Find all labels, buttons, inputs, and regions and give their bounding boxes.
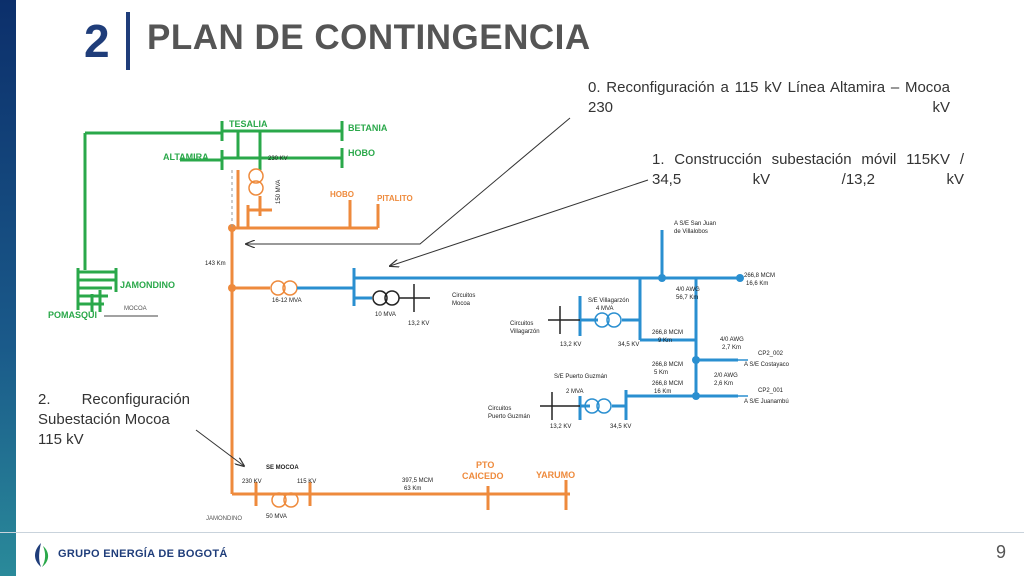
label-115kv: 115 KV xyxy=(297,479,316,485)
label-betania: BETANIA xyxy=(348,123,388,133)
label-yarumo: YARUMO xyxy=(536,470,575,480)
label-266mcm-a-2: 16,6 Km xyxy=(746,281,768,287)
label-4-0awg-a-1: 4/0 AWG xyxy=(676,287,700,293)
page-number: 9 xyxy=(996,542,1007,562)
label-pto: PTO xyxy=(476,460,494,470)
label-2-0awg-2: 2,6 Km xyxy=(714,381,733,387)
label-mocoa: MOCOA xyxy=(124,306,147,312)
label-266mcm-9-1: 266,8 MCM xyxy=(652,330,683,336)
company-logo xyxy=(35,543,49,567)
callout-arrows xyxy=(195,117,649,466)
label-pomasqui: POMASQUI xyxy=(48,310,97,320)
slide-title: PLAN DE CONTINGENCIA xyxy=(147,18,591,57)
label-16-12mva: 16-12 MVA xyxy=(272,298,302,304)
footer-divider xyxy=(0,532,1024,533)
label-jamondino-b: JAMONDINO xyxy=(206,516,242,522)
label-cp2-001: CP2_001 xyxy=(758,388,784,394)
label-tesalia: TESALIA xyxy=(229,119,268,129)
label-266mcm-16-1: 266,8 MCM xyxy=(652,381,683,387)
load-feeders xyxy=(399,284,580,420)
label-juanambu: A S/E Juanambú xyxy=(744,399,789,405)
label-4-0awg-b-2: 2,7 Km xyxy=(722,345,741,351)
title-divider xyxy=(126,12,130,70)
label-10mva: 10 MVA xyxy=(375,312,396,318)
label-397mcm-1: 397,5 MCM xyxy=(402,478,433,484)
orange-nodes xyxy=(228,224,236,292)
label-2-0awg-1: 2/0 AWG xyxy=(714,373,738,379)
label-circuitos-mocoa-2: Mocoa xyxy=(452,301,471,307)
label-cp2-002: CP2_002 xyxy=(758,351,784,357)
label-143km: 143 Km xyxy=(205,261,226,267)
label-150mva: 150 MVA xyxy=(276,180,282,204)
section-number: 2 xyxy=(84,15,110,67)
label-se-mocoa: SE MOCOA xyxy=(266,465,299,471)
label-hobo-orange: HOBO xyxy=(330,190,354,199)
footer-brand: GRUPO ENERGÍA DE BOGOTÁ xyxy=(58,548,228,560)
note-subestacion-movil: 1. Construcción subestación móvil 115KV … xyxy=(652,151,964,188)
label-34-5kv-b: 34,5 KV xyxy=(610,424,631,430)
black-transformers xyxy=(372,290,400,306)
blue-transformers xyxy=(584,312,622,414)
label-266mcm-5-2: 5 Km xyxy=(654,370,668,376)
note-line: 2. Reconfiguración Subestación Mocoa xyxy=(38,391,190,428)
label-san-juan-1: A S/E San Juan xyxy=(674,221,716,227)
label-266mcm-9-2: 9 Km xyxy=(658,338,672,344)
label-caicedo: CAICEDO xyxy=(462,471,504,481)
label-266mcm-a-1: 266,8 MCM xyxy=(744,273,775,279)
label-circuitos-pg-1: Circuitos xyxy=(488,406,511,412)
label-altamira: ALTAMIRA xyxy=(163,152,209,162)
label-circuitos-pg-2: Puerto Guzmán xyxy=(488,414,530,420)
label-pitalito: PITALITO xyxy=(377,194,413,203)
label-13-2kv-c: 13,2 KV xyxy=(550,424,571,430)
label-villagarzon-2: 4 MVA xyxy=(596,306,614,312)
outgoing-arrows xyxy=(738,359,748,397)
note-line: 115 kV xyxy=(38,431,84,448)
label-costayaco: A S/E Costayaco xyxy=(744,362,790,368)
green-network xyxy=(76,121,344,312)
label-circuitos-villa-2: Villagarzón xyxy=(510,329,540,335)
label-4-0awg-b-1: 4/0 AWG xyxy=(720,337,744,343)
label-13-2kv-b: 13,2 KV xyxy=(560,342,581,348)
label-34-5kv-a: 34,5 KV xyxy=(618,342,639,348)
label-266mcm-16-2: 16 Km xyxy=(654,389,671,395)
label-2mva: 2 MVA xyxy=(566,389,584,395)
label-230kv-b: 230 KV xyxy=(242,479,262,485)
label-266mcm-5-1: 266,8 MCM xyxy=(652,362,683,368)
label-50mva: 50 MVA xyxy=(266,514,287,520)
label-397mcm-2: 63 Km xyxy=(404,486,421,492)
note-reconfiguracion-altamira: 0. Reconfiguración a 115 kV Línea Altami… xyxy=(588,79,950,116)
blue-nodes xyxy=(658,274,744,400)
label-hobo-green: HOBO xyxy=(348,148,375,158)
sidebar-accent-bar xyxy=(0,0,16,576)
label-circuitos-villa-1: Circuitos xyxy=(510,321,533,327)
label-13-2kv-a: 13,2 KV xyxy=(408,321,429,327)
orange-network xyxy=(230,170,570,510)
label-san-juan-2: de Villalobos xyxy=(674,229,708,235)
note-reconfiguracion-mocoa: 2. Reconfiguración Subestación Mocoa 115… xyxy=(38,390,190,450)
orange-transformers xyxy=(248,168,299,508)
label-jamondino: JAMONDINO xyxy=(120,280,175,290)
label-puerto-guzman: S/E Puerto Guzmán xyxy=(554,374,607,380)
label-circuitos-mocoa-1: Circuitos xyxy=(452,293,475,299)
label-villagarzon-1: S/E Villagarzón xyxy=(588,298,629,304)
blue-network xyxy=(297,230,740,420)
label-230kv: 230 KV xyxy=(268,156,288,162)
label-4-0awg-a-2: 56,7 Km xyxy=(676,295,698,301)
